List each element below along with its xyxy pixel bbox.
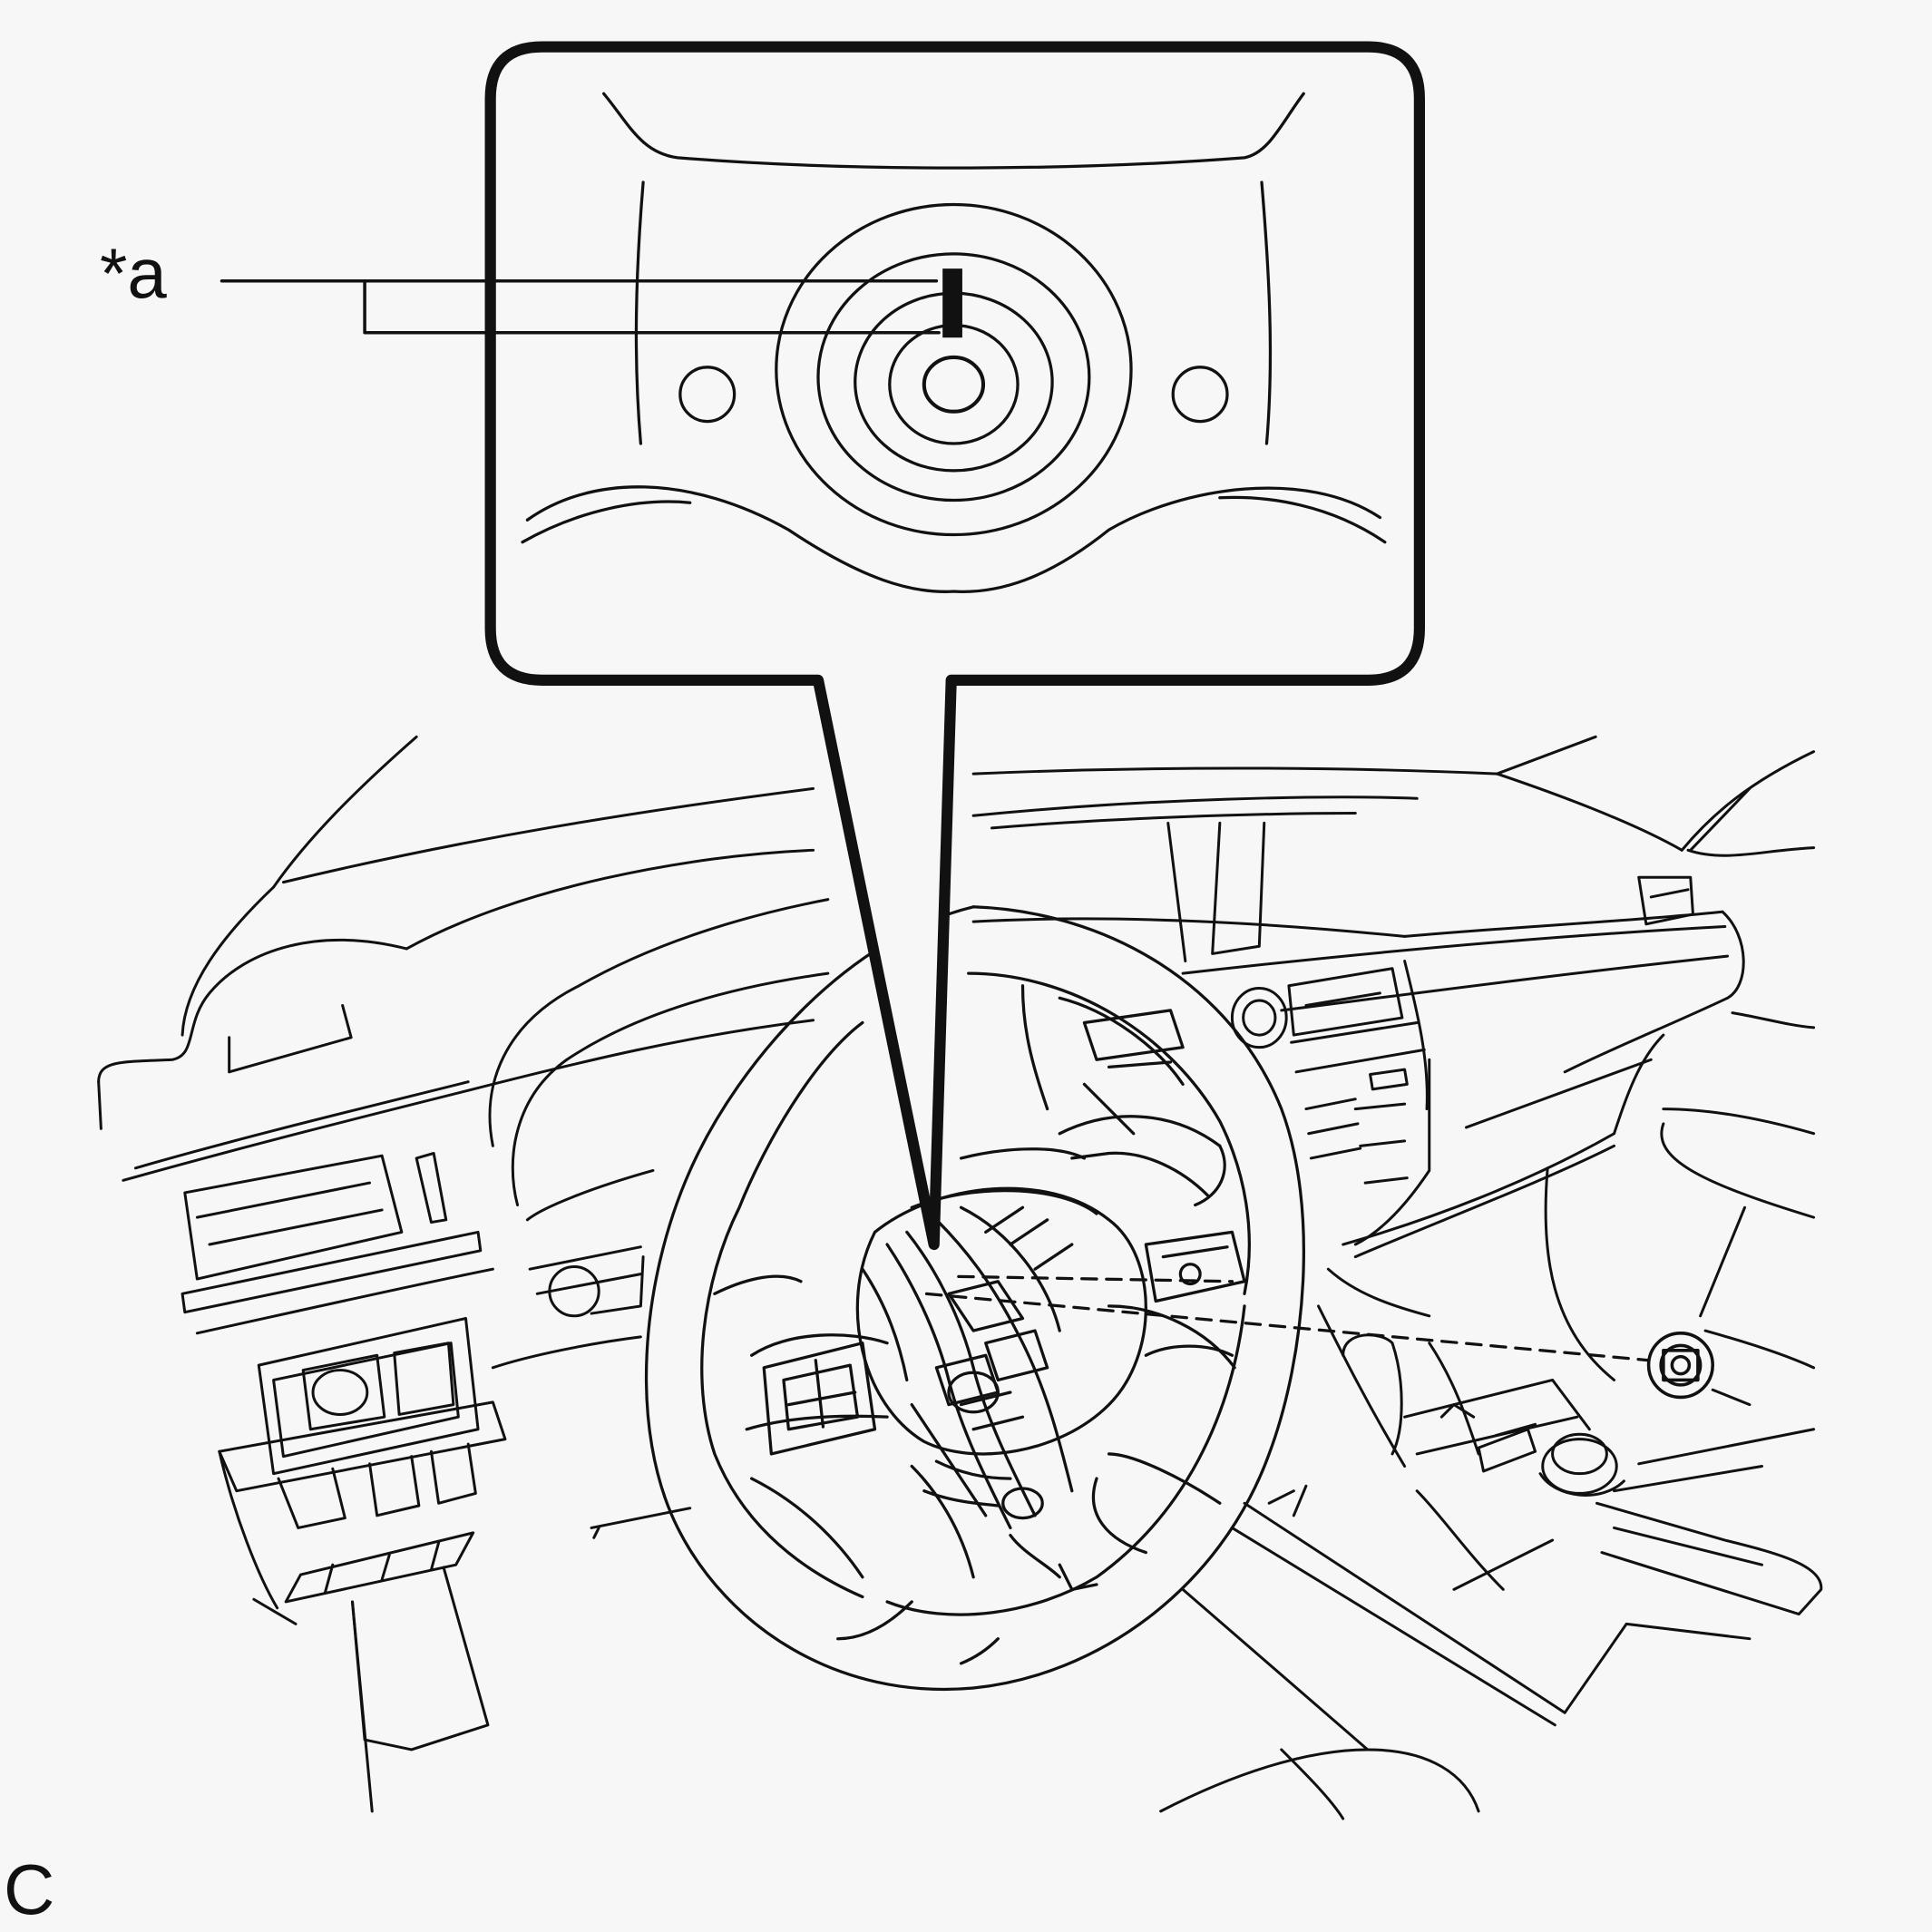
nut-icon — [1646, 1332, 1714, 1400]
callout-leader — [220, 278, 941, 335]
steering-wheel — [644, 905, 1305, 1692]
dashboard — [97, 735, 1823, 1820]
leader-dashed-line — [924, 1274, 1651, 1362]
corner-label: C — [4, 1849, 55, 1929]
callout-label-a: *a — [100, 233, 167, 313]
callout-box — [484, 41, 1426, 1251]
steering-pad-detail — [521, 92, 1387, 593]
